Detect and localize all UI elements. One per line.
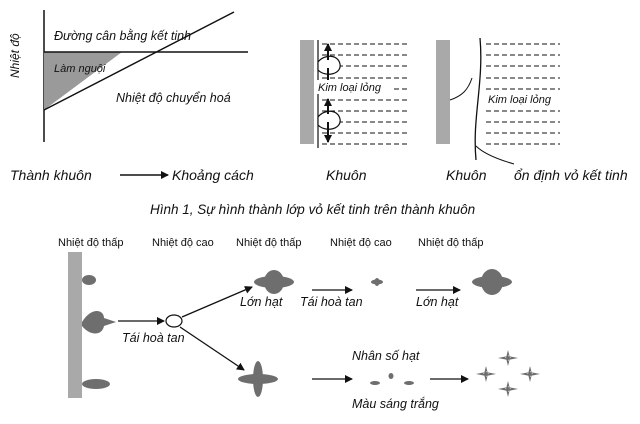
star-grains — [476, 350, 540, 397]
crystal-loop-upper — [317, 55, 341, 75]
mold-diagram-2: Kim loại lỏng — [436, 37, 560, 165]
stable-shell-label: ổn định vỏ kết tinh — [514, 167, 628, 183]
remelt-label-2: Tái hoà tan — [300, 295, 363, 309]
temp-high-label-1: Nhiệt độ cao — [152, 237, 214, 249]
mold-label-2: Khuôn — [446, 167, 487, 183]
solid-shell-front — [474, 37, 482, 161]
fragment-grains — [370, 373, 414, 385]
multiply-label: Nhân số hạt — [352, 349, 420, 363]
temperature-distance-graph: Nhiệt độ Đường cân bằng kết tinh Làm ngu… — [8, 10, 248, 142]
temp-low-label-3: Nhiệt độ thấp — [418, 237, 483, 249]
liquid-dash-lines-1 — [322, 43, 410, 145]
figure1-caption: Hình 1, Sự hình thành lớp vỏ kết tinh tr… — [150, 202, 475, 217]
large-grain-1 — [254, 270, 294, 294]
temp-low-label-2: Nhiệt độ thấp — [236, 237, 301, 249]
remelted-grain — [165, 314, 183, 328]
mold-wall-1 — [300, 40, 314, 144]
elongated-grain — [238, 361, 278, 397]
stable-shell-leader — [475, 145, 515, 165]
remelt-label-1: Tái hoà tan — [122, 331, 185, 345]
mold-wall-2 — [436, 40, 450, 144]
wall-label: Thành khuôn — [10, 167, 92, 183]
mold-wall-3 — [68, 252, 82, 398]
grain-grow-label-1: Lớn hạt — [240, 295, 283, 309]
shell-leader-line — [449, 77, 473, 101]
large-grain-2 — [472, 269, 512, 295]
mold-label-1: Khuôn — [326, 167, 367, 183]
branch-arrow-up — [181, 286, 253, 318]
branch-arrow-down — [179, 326, 245, 371]
bright-color-label: Màu sáng trắng — [352, 396, 439, 411]
cooling-region — [44, 52, 122, 110]
wall-grain-bottom — [82, 379, 110, 389]
grain-grow-label-2: Lớn hạt — [416, 295, 459, 309]
y-axis-label: Nhiệt độ — [8, 33, 22, 78]
transition-label: Nhiệt độ chuyển hoá — [116, 91, 231, 105]
temp-high-label-2: Nhiệt độ cao — [330, 237, 392, 249]
mold-diagram-1: Kim loại lỏng — [300, 40, 410, 148]
wall-grain-top — [82, 275, 96, 285]
liquid-metal-label-2: Kim loại lỏng — [488, 94, 552, 106]
liquid-metal-label-1: Kim loại lỏng — [318, 82, 382, 94]
wall-grain-detached — [82, 311, 116, 334]
temp-low-label-1: Nhiệt độ thấp — [58, 237, 123, 249]
equilibrium-label: Đường cân bằng kết tinh — [54, 28, 191, 43]
crystal-loop-lower — [317, 110, 341, 130]
small-grain — [371, 278, 383, 286]
distance-label: Khoảng cách — [172, 167, 254, 183]
cooling-label: Làm nguội — [54, 63, 106, 75]
transition-line — [43, 11, 235, 111]
